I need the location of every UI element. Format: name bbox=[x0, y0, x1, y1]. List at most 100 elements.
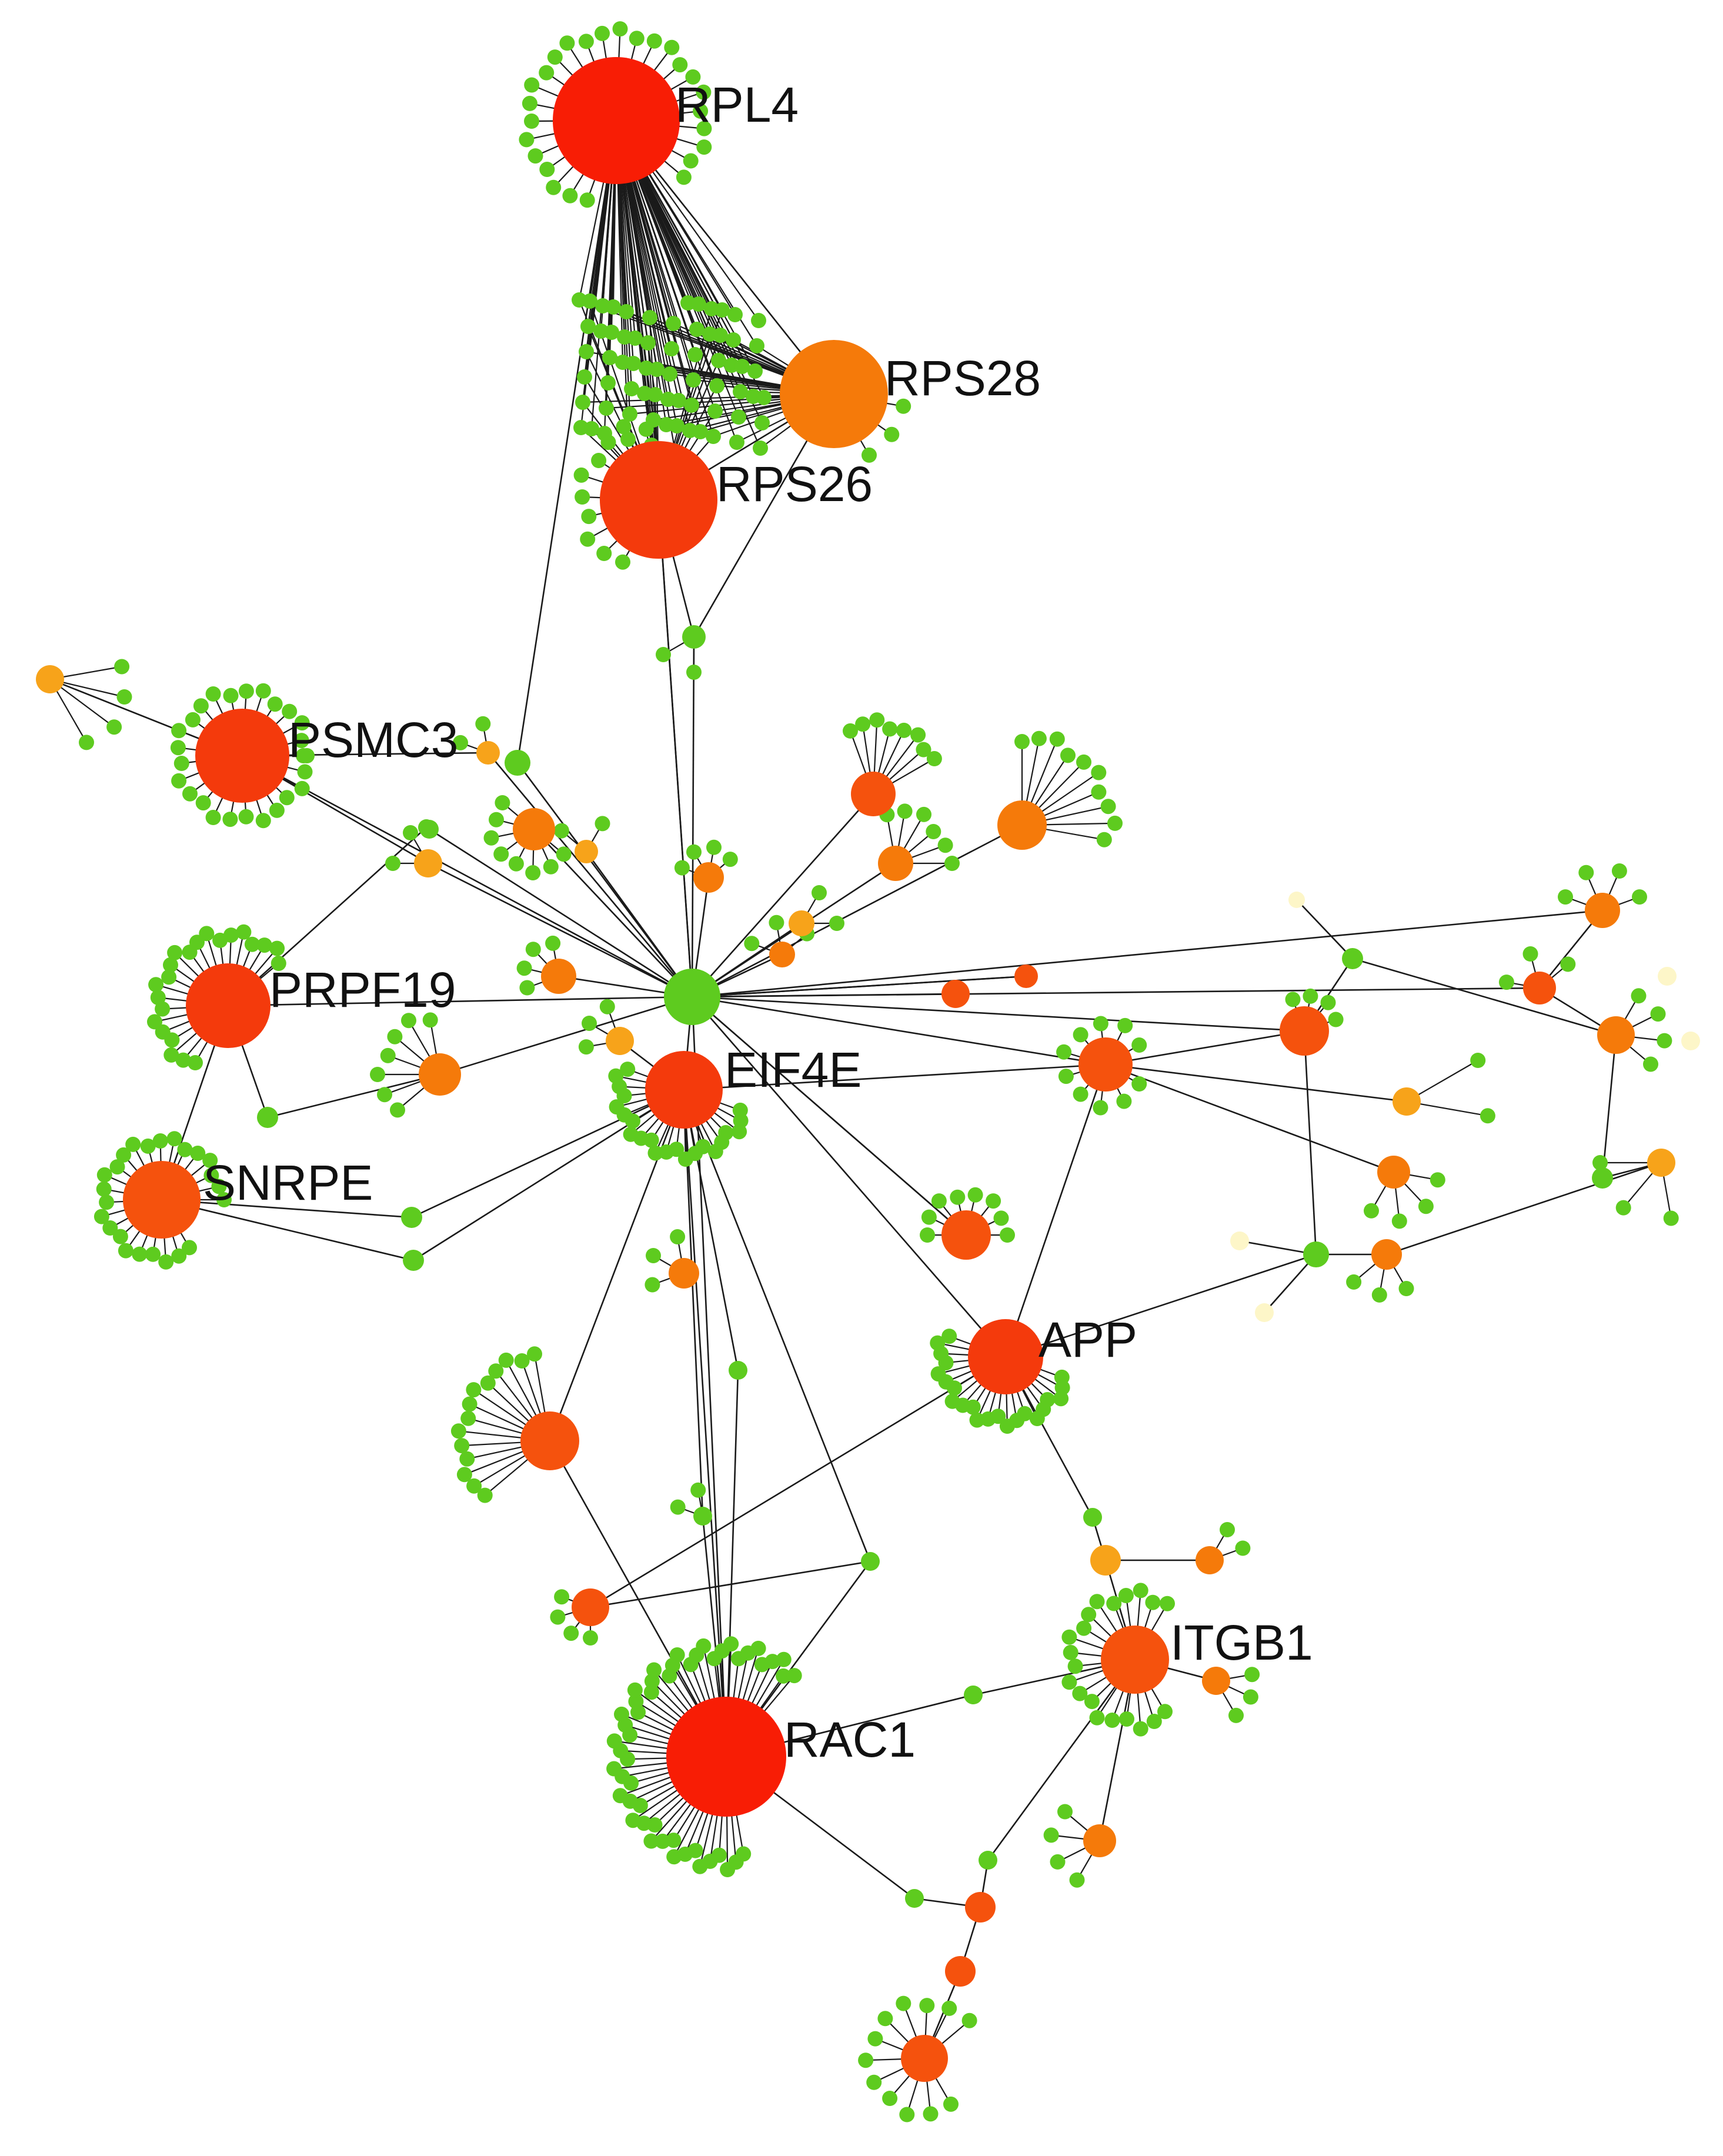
leaf-node bbox=[483, 830, 499, 846]
leaf-node bbox=[203, 1167, 219, 1183]
leaf-node bbox=[961, 2013, 977, 2028]
edge-center-m10 bbox=[692, 996, 967, 1236]
leaf-node bbox=[1053, 1391, 1069, 1407]
leaf-node bbox=[751, 313, 766, 328]
leaf-node bbox=[1089, 1710, 1105, 1726]
edge-g8-p4 bbox=[1239, 1240, 1317, 1256]
leaf-node bbox=[525, 865, 541, 880]
leaf-node bbox=[163, 1047, 179, 1063]
leaf-node bbox=[401, 1013, 416, 1029]
leaf-node bbox=[616, 419, 632, 435]
leaf-node bbox=[1285, 992, 1301, 1007]
leaf-node bbox=[525, 942, 541, 957]
leaf-node bbox=[602, 350, 617, 365]
leaf-node bbox=[477, 1487, 493, 1503]
leaf-node bbox=[1000, 1227, 1015, 1243]
leaf-node bbox=[642, 310, 657, 325]
leaf-node bbox=[580, 319, 596, 334]
edge-snrpe-g6 bbox=[161, 1199, 414, 1261]
leaf-node bbox=[238, 683, 254, 699]
leaf-node bbox=[733, 384, 748, 399]
leaf-node bbox=[185, 712, 201, 727]
node-m20 bbox=[572, 1588, 609, 1626]
leaf-node bbox=[645, 1277, 660, 1293]
leaf-node bbox=[1084, 1694, 1100, 1710]
leaf-node bbox=[1560, 956, 1576, 972]
leaf-node bbox=[608, 1068, 624, 1084]
leaf-node bbox=[986, 1193, 1001, 1209]
node-p1 bbox=[1288, 892, 1305, 908]
leaf-node bbox=[1592, 1155, 1608, 1170]
leaf-node bbox=[706, 429, 721, 444]
node-m13 bbox=[1523, 972, 1556, 1004]
leaf-node bbox=[1364, 1203, 1379, 1219]
leaf-node bbox=[855, 716, 871, 732]
leaf-node bbox=[671, 393, 686, 408]
leaf-node bbox=[1031, 730, 1047, 746]
leaf-node bbox=[1320, 994, 1336, 1010]
node-m7 bbox=[419, 1053, 461, 1096]
leaf-node bbox=[148, 977, 164, 993]
node-p2 bbox=[1658, 967, 1677, 986]
leaf-node bbox=[1160, 1596, 1175, 1611]
node-g16 bbox=[905, 1889, 924, 1908]
edge-center-m12 bbox=[692, 909, 1603, 998]
leaf-node bbox=[498, 1352, 514, 1368]
leaf-node bbox=[547, 49, 563, 65]
node-g7 bbox=[1342, 948, 1363, 969]
leaf-node bbox=[1116, 1093, 1132, 1109]
leaf-node bbox=[1118, 1588, 1134, 1603]
leaf-node bbox=[267, 696, 283, 712]
leaf-node bbox=[559, 35, 575, 51]
leaf-node bbox=[677, 1152, 693, 1167]
leaf-node bbox=[1063, 1644, 1078, 1660]
leaf-node bbox=[1057, 1804, 1073, 1820]
node-snrpe bbox=[123, 1161, 201, 1239]
leaf-node bbox=[453, 735, 468, 750]
edge-g8-app bbox=[1005, 1253, 1317, 1358]
leaf-node bbox=[1058, 1069, 1074, 1084]
leaf-node bbox=[919, 1998, 935, 2014]
leaf-node bbox=[812, 885, 827, 900]
leaf-node bbox=[689, 322, 704, 337]
leaf-node bbox=[543, 859, 559, 875]
node-g12 bbox=[693, 1507, 712, 1526]
leaf-node bbox=[514, 1353, 530, 1369]
leaf-node bbox=[466, 1382, 482, 1398]
leaf-node bbox=[669, 1647, 685, 1663]
leaf-node bbox=[1106, 1596, 1122, 1611]
leaf-node bbox=[595, 25, 610, 41]
leaf-node bbox=[627, 1682, 643, 1698]
leaf-node bbox=[190, 1146, 206, 1161]
node-m3 bbox=[878, 846, 913, 881]
leaf-node bbox=[1133, 1583, 1148, 1598]
leaf-node bbox=[271, 956, 286, 971]
leaf-node bbox=[647, 1145, 663, 1161]
leaf-node bbox=[236, 924, 252, 940]
leaf-node bbox=[377, 1087, 392, 1103]
leaf-node bbox=[489, 812, 504, 827]
leaf-node bbox=[1157, 1704, 1173, 1720]
leaf-node bbox=[595, 816, 610, 832]
leaf-node bbox=[1643, 1056, 1658, 1072]
leaf-node bbox=[527, 148, 543, 164]
leaf-node bbox=[155, 1024, 171, 1040]
node-m36 bbox=[36, 665, 64, 693]
leaf-node bbox=[685, 69, 701, 85]
leaf-node bbox=[293, 733, 309, 749]
leaf-node bbox=[297, 764, 313, 780]
leaf-node bbox=[666, 1849, 682, 1865]
leaf-node bbox=[921, 1209, 937, 1225]
node-rps28 bbox=[780, 340, 888, 448]
node-p5 bbox=[1255, 1303, 1274, 1322]
leaf-node bbox=[897, 803, 913, 819]
edge-center-m1 bbox=[692, 793, 874, 997]
edge-center-g2 bbox=[691, 636, 695, 997]
leaf-node bbox=[493, 846, 509, 862]
leaf-node bbox=[750, 1640, 766, 1656]
leaf-node bbox=[527, 1346, 542, 1362]
leaf-node bbox=[182, 786, 198, 802]
node-m12 bbox=[1585, 893, 1620, 928]
leaf-node bbox=[1091, 765, 1107, 780]
